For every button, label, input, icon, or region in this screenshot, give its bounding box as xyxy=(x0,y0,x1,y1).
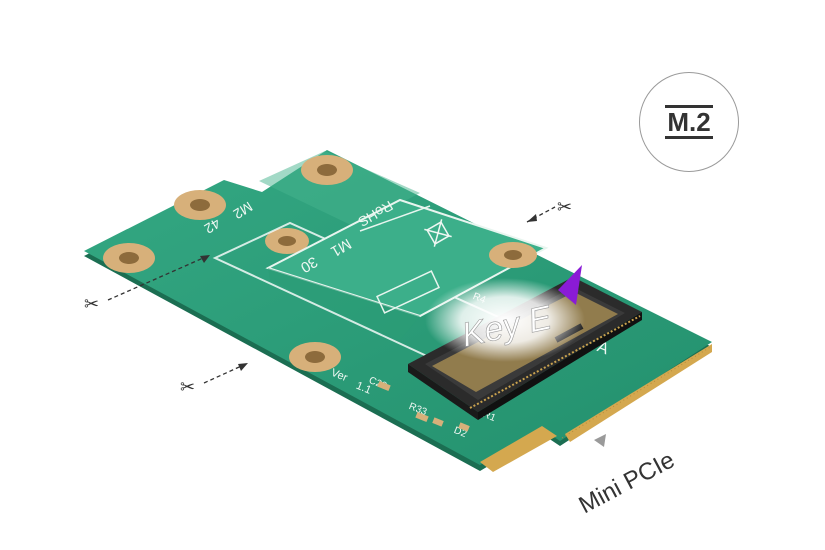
mini-pcie-label: Mini PCIe xyxy=(575,446,680,519)
mount-hole-top xyxy=(301,155,353,185)
cut-marker-upper-right: ✂ xyxy=(526,197,572,223)
weee-bin-icon xyxy=(424,219,452,247)
silk-ver-num: 1.1 xyxy=(354,380,373,397)
cut-marker-left: ✂ xyxy=(84,254,211,315)
silk-30: 30 xyxy=(297,253,320,276)
mount-hole-bottom xyxy=(289,342,341,372)
mini-pcie-edge-contacts xyxy=(480,344,713,472)
mount-hole-left-top xyxy=(174,190,226,220)
silk-ver: Ver xyxy=(329,367,349,384)
mount-hole-center xyxy=(265,228,309,254)
key-e-callout: Key E xyxy=(425,278,585,362)
m2-card-outline xyxy=(265,198,549,340)
cut-marker-bottom-left: ✂ xyxy=(180,362,249,398)
m2-badge: M.2 xyxy=(639,72,739,172)
adapter-board: M2 42 M1 30 RoHS Ver 1.1 C20 R33 R1 R4 D… xyxy=(84,150,713,472)
mini-pcie-callout: Mini PCIe xyxy=(575,434,680,519)
mount-hole-left xyxy=(103,243,155,273)
silk-42: 42 xyxy=(201,215,223,237)
scissors-icon: ✂ xyxy=(84,294,99,315)
arrow-icon xyxy=(594,434,606,447)
scissors-icon: ✂ xyxy=(180,377,195,398)
m2-badge-label: M.2 xyxy=(665,105,713,139)
key-marker-triangle xyxy=(558,265,582,305)
scissors-icon: ✂ xyxy=(557,197,572,218)
